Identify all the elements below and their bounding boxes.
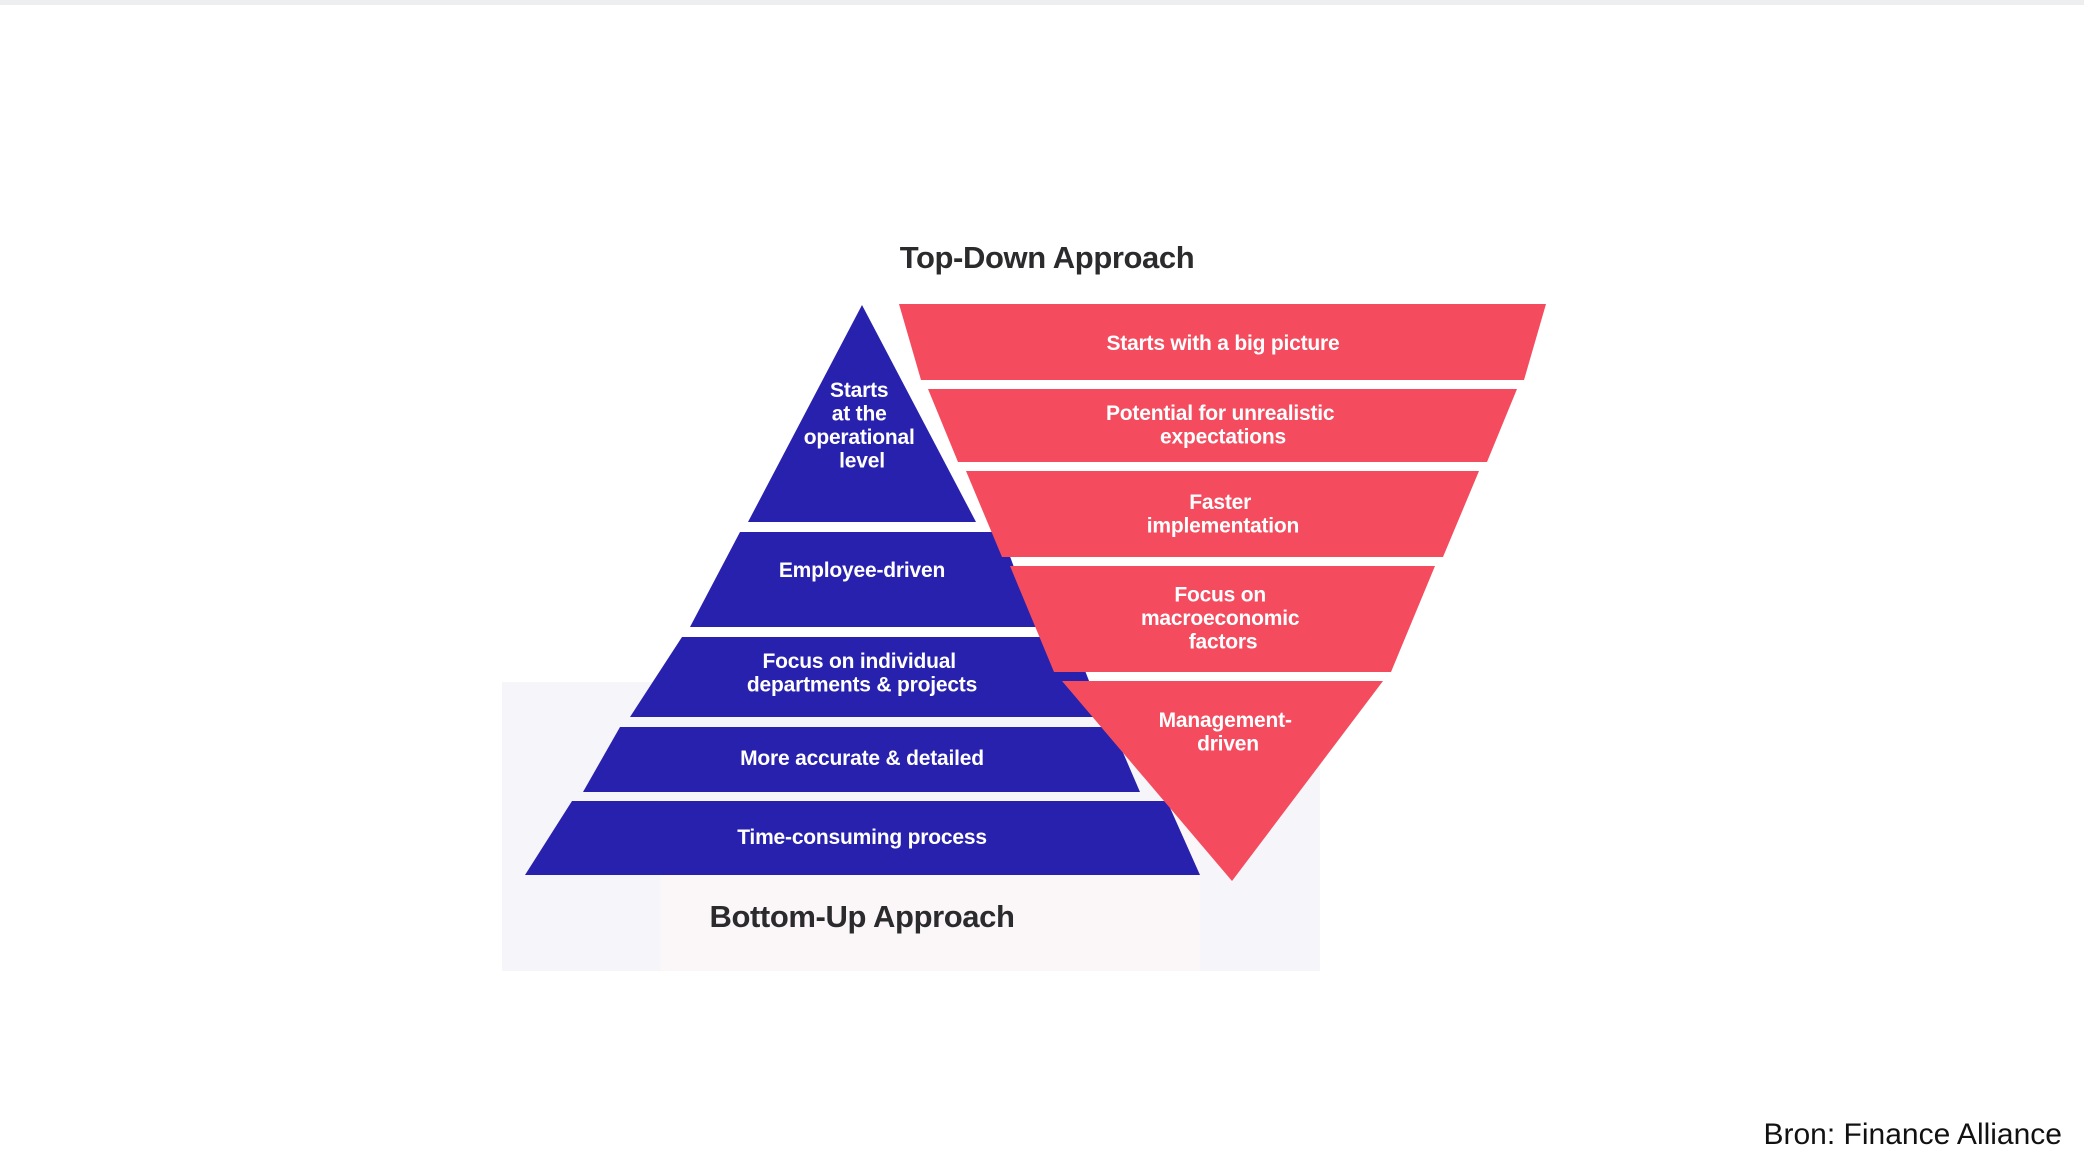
funnel-band-4-label: Focus on macroeconomic factors (1141, 583, 1305, 653)
funnel-band-3[interactable]: Faster implementation (966, 471, 1479, 557)
pyramid-band-4-label: More accurate & detailed (740, 747, 984, 770)
top-down-funnel: Starts with a big picture Potential for … (899, 304, 1546, 881)
funnel-band-1[interactable]: Starts with a big picture (899, 304, 1546, 380)
funnel-band-4-shape (1010, 566, 1435, 672)
funnel-band-2-label: Potential for unrealistic expectations (1106, 402, 1340, 449)
top-down-approach-heading: Top-Down Approach (899, 240, 1195, 275)
funnel-band-3-shape (966, 471, 1479, 557)
pyramid-band-1-shape (748, 305, 976, 522)
pyramid-band-2[interactable]: Employee-driven (690, 532, 1036, 627)
pyramid-band-3-label: Focus on individual departments & projec… (747, 650, 977, 697)
pyramid-band-1-label: Starts at the operational level (804, 379, 921, 473)
pyramid-band-5[interactable]: Time-consuming process (525, 801, 1200, 875)
pyramid-band-2-shape (690, 532, 1036, 627)
bottom-up-pyramid: Starts at the operational level Employee… (525, 305, 1200, 875)
pyramid-band-1[interactable]: Starts at the operational level (748, 305, 976, 522)
funnel-band-2[interactable]: Potential for unrealistic expectations (928, 389, 1517, 462)
funnel-band-1-shape (899, 304, 1546, 380)
funnel-band-5-label: Management- driven (1159, 709, 1298, 756)
pyramid-band-4[interactable]: More accurate & detailed (583, 727, 1140, 792)
funnel-band-4[interactable]: Focus on macroeconomic factors (1010, 566, 1435, 672)
bottom-up-approach-heading: Bottom-Up Approach (709, 899, 1015, 934)
pyramid-band-2-label: Employee-driven (779, 559, 945, 582)
pyramid-band-3-shape (630, 637, 1103, 717)
funnel-band-1-label: Starts with a big picture (1106, 332, 1339, 355)
funnel-band-3-label: Faster implementation (1147, 491, 1299, 538)
pyramid-band-5-shape (525, 801, 1200, 875)
funnel-band-5[interactable]: Management- driven (1062, 681, 1383, 881)
slide-top-edge-strip (0, 0, 2084, 5)
pyramid-band-3[interactable]: Focus on individual departments & projec… (630, 637, 1103, 717)
funnel-band-5-shape (1062, 681, 1383, 881)
pyramid-band-4-shape (583, 727, 1140, 792)
source-caption: Bron: Finance Alliance (1763, 1118, 2062, 1151)
pyramid-band-5-label: Time-consuming process (737, 826, 987, 849)
funnel-band-2-shape (928, 389, 1517, 462)
